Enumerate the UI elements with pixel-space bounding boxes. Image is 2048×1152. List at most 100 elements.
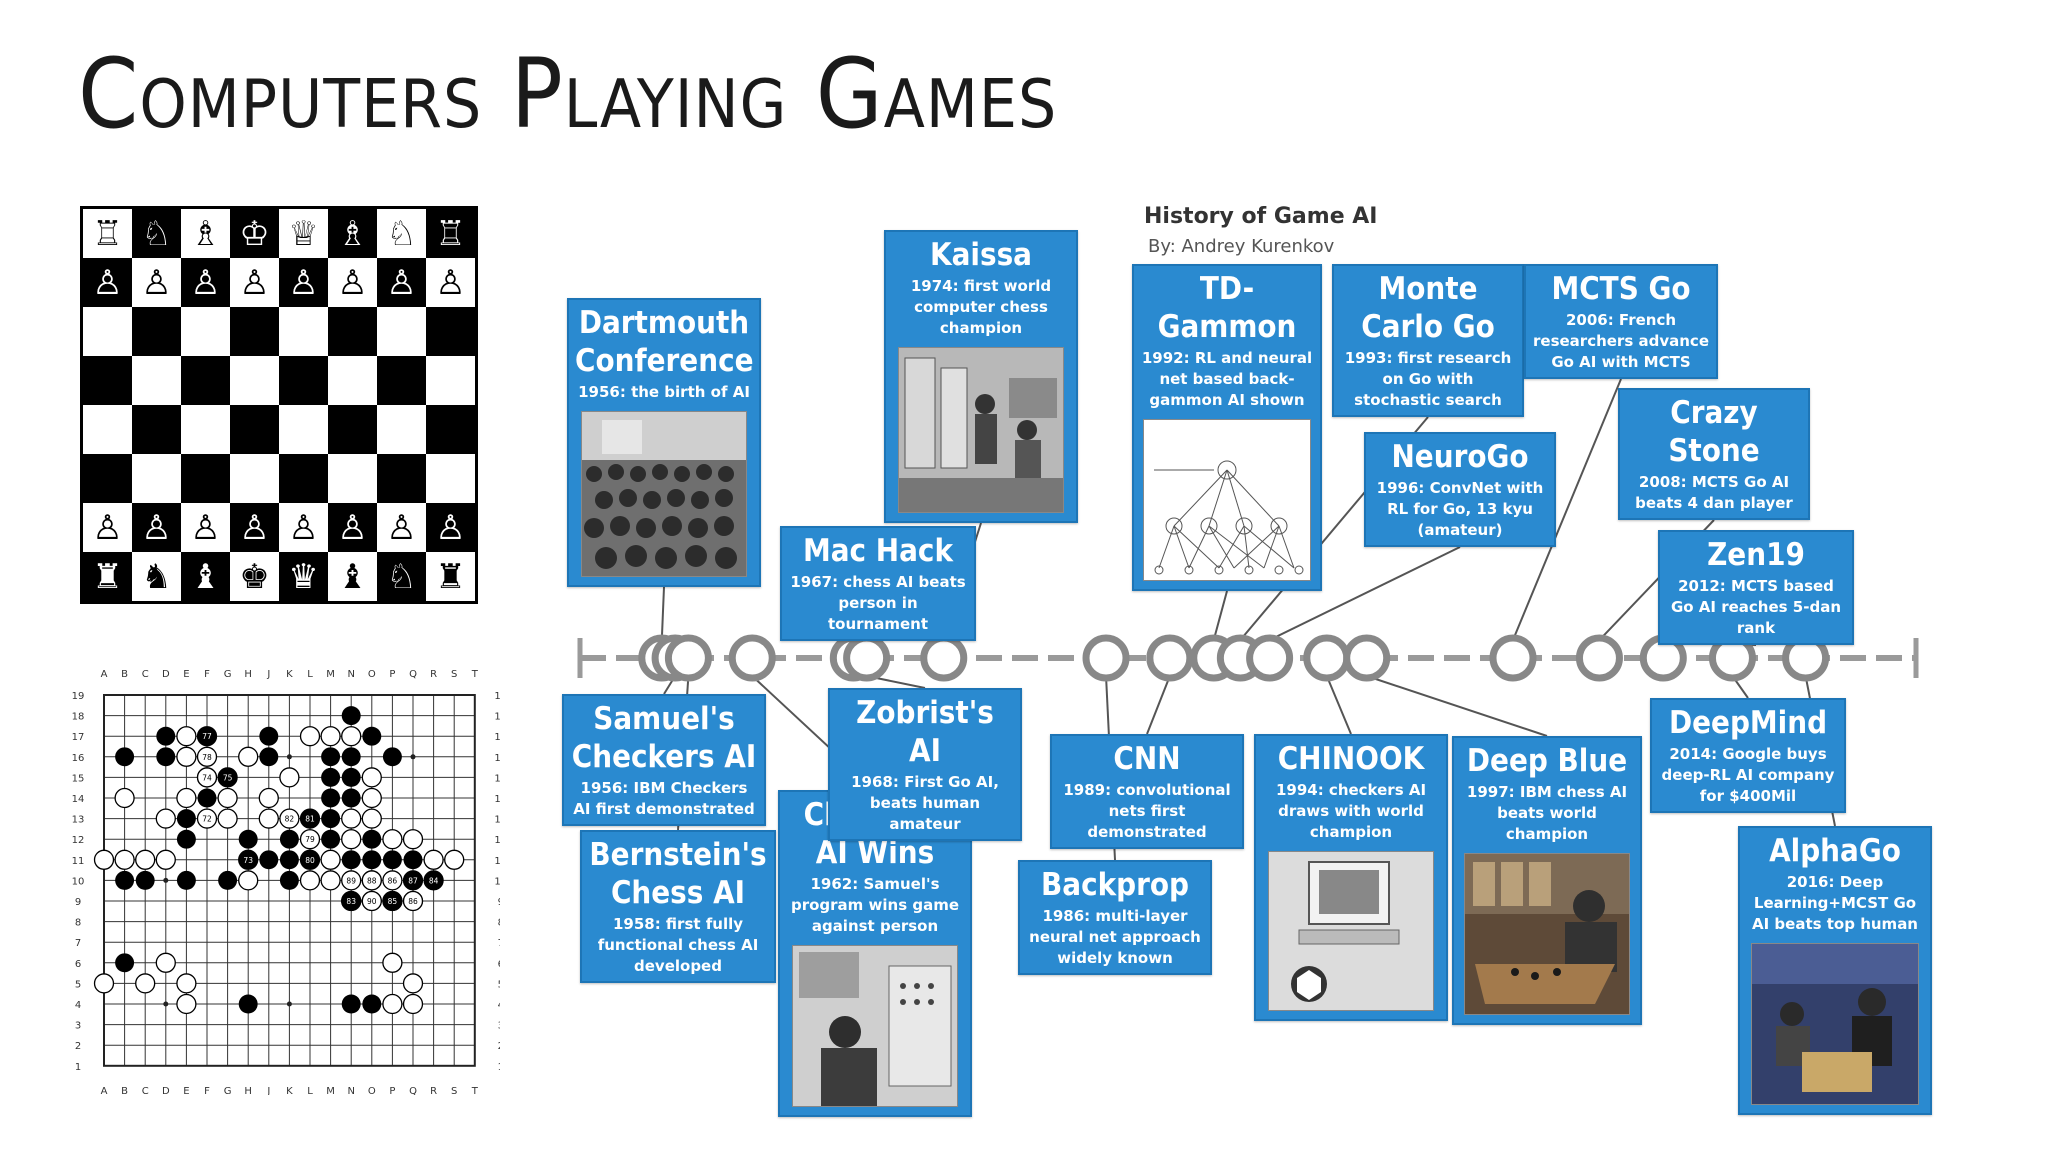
chess-piece: ♙	[190, 507, 221, 548]
event-description: 2008: MCTS Go AI beats 4 dan player	[1635, 473, 1793, 512]
crowd-photo	[581, 411, 747, 577]
timeline-connector	[1212, 590, 1228, 641]
event-title: Deep Blue	[1466, 743, 1628, 779]
go-move-number: 78	[202, 753, 212, 762]
chess-square: ♘	[132, 209, 181, 258]
event-description: 1997: IBM chess AI beats world champion	[1466, 783, 1628, 843]
chess-square: ♙	[83, 503, 132, 552]
chess-square: ♙	[230, 503, 279, 552]
go-row-label: 19	[72, 691, 85, 702]
go-column-label: G	[224, 1086, 232, 1095]
chess-piece: ♙	[435, 262, 466, 303]
game-ai-timeline: History of Game AI By: Andrey Kurenkov D…	[512, 196, 2032, 1136]
go-row-label: 13	[72, 815, 85, 826]
chess-square	[328, 405, 377, 454]
go-numbered-stone	[217, 767, 238, 788]
timeline-connector	[1146, 675, 1171, 735]
go-row-label: 3	[75, 1021, 81, 1032]
go-row-label: 18	[494, 712, 500, 723]
chess-square	[328, 307, 377, 356]
go-row-label: 17	[72, 732, 85, 743]
chess-square: ♙	[132, 503, 181, 552]
go-row-label: 10	[72, 876, 85, 887]
event-title: NeuroGo	[1391, 439, 1529, 475]
go-white-stone	[155, 849, 176, 870]
chess-square	[230, 307, 279, 356]
event-crazy-stone: Crazy Stone 2008: MCTS Go AI beats 4 dan…	[1618, 388, 1810, 520]
go-star-point	[163, 1001, 169, 1007]
chess-square: ♙	[328, 503, 377, 552]
go-black-stone	[321, 767, 341, 787]
go-white-stone	[135, 973, 156, 994]
event-monte-carlo-go: Monte Carlo Go 1993: first research on G…	[1332, 264, 1524, 417]
chess-square	[181, 405, 230, 454]
chess-square: ♔	[230, 209, 279, 258]
event-description: 1956: the birth of AI	[578, 383, 750, 401]
chess-piece: ♙	[337, 507, 368, 548]
go-white-stone	[320, 870, 341, 891]
go-row-label: 1	[498, 1062, 500, 1073]
go-numbered-stone	[196, 746, 218, 767]
go-column-label: T	[471, 669, 479, 680]
chess-square	[83, 454, 132, 503]
go-black-stone	[279, 829, 299, 849]
go-black-stone	[115, 747, 135, 767]
timeline-node	[1575, 634, 1623, 682]
chess-square	[83, 307, 132, 356]
chess-piece: ♙	[288, 507, 319, 548]
go-row-label: 8	[75, 918, 81, 929]
event-description: 1992: RL and neural net based back-gammo…	[1141, 349, 1313, 409]
go-row-label: 2	[75, 1041, 81, 1052]
go-match-photo-art	[1752, 944, 1918, 1104]
event-description: 1994: checkers AI draws with world champ…	[1275, 781, 1427, 841]
go-row-label: 12	[72, 835, 85, 846]
go-move-number: 80	[305, 856, 315, 865]
chess-square: ♙	[181, 258, 230, 307]
event-description: 1967: chess AI beats person in tournamen…	[790, 573, 966, 633]
chess-square	[279, 405, 328, 454]
go-move-number: 72	[202, 815, 212, 824]
go-white-stone	[382, 952, 403, 973]
go-numbered-stone	[341, 870, 362, 891]
chess-square	[279, 307, 328, 356]
chess-square: ♖	[426, 209, 475, 258]
event-backprop: Backprop 1986: multi-layer neural net ap…	[1018, 860, 1212, 975]
event-description: 2014: Google buys deep-RL AI company for…	[1661, 745, 1835, 805]
go-move-number: 73	[243, 856, 253, 865]
go-move-number: 86	[408, 897, 418, 906]
timeline-node	[1246, 634, 1294, 682]
chess-square: ♖	[83, 209, 132, 258]
go-black-stone	[238, 829, 258, 849]
go-black-stone	[176, 829, 196, 849]
go-white-stone	[238, 746, 259, 767]
go-move-number: 79	[305, 835, 315, 844]
event-mcts-go: MCTS Go 2006: French researchers advance…	[1524, 264, 1718, 379]
go-numbered-stone	[279, 808, 300, 829]
timeline-node	[728, 634, 776, 682]
event-title: Dartmouth Conference	[575, 305, 754, 379]
go-black-stone	[321, 829, 341, 849]
timeline-subtitle: By: Andrey Kurenkov	[1148, 236, 1335, 257]
chess-square	[377, 356, 426, 405]
event-title: CNN	[1113, 741, 1181, 777]
go-column-label: D	[162, 1086, 170, 1095]
go-white-stone	[361, 808, 382, 829]
timeline-node	[920, 634, 968, 682]
chess-square	[230, 356, 279, 405]
go-column-label: J	[266, 1086, 270, 1095]
go-column-label: L	[307, 669, 313, 680]
go-column-label: R	[430, 669, 437, 680]
chess-square	[377, 454, 426, 503]
neural-net-diagram	[1143, 419, 1311, 581]
go-black-stone	[135, 870, 155, 890]
go-move-number: 77	[202, 732, 212, 741]
go-white-stone	[402, 993, 424, 1015]
chess-square	[181, 454, 230, 503]
go-black-stone	[156, 726, 176, 746]
go-numbered-stone	[196, 767, 218, 788]
chess-piece: ♙	[239, 507, 270, 548]
go-row-label: 7	[75, 938, 81, 949]
go-match-photo	[1751, 943, 1919, 1105]
go-row-label: 18	[72, 712, 85, 723]
event-title: Monte Carlo Go	[1361, 271, 1495, 345]
